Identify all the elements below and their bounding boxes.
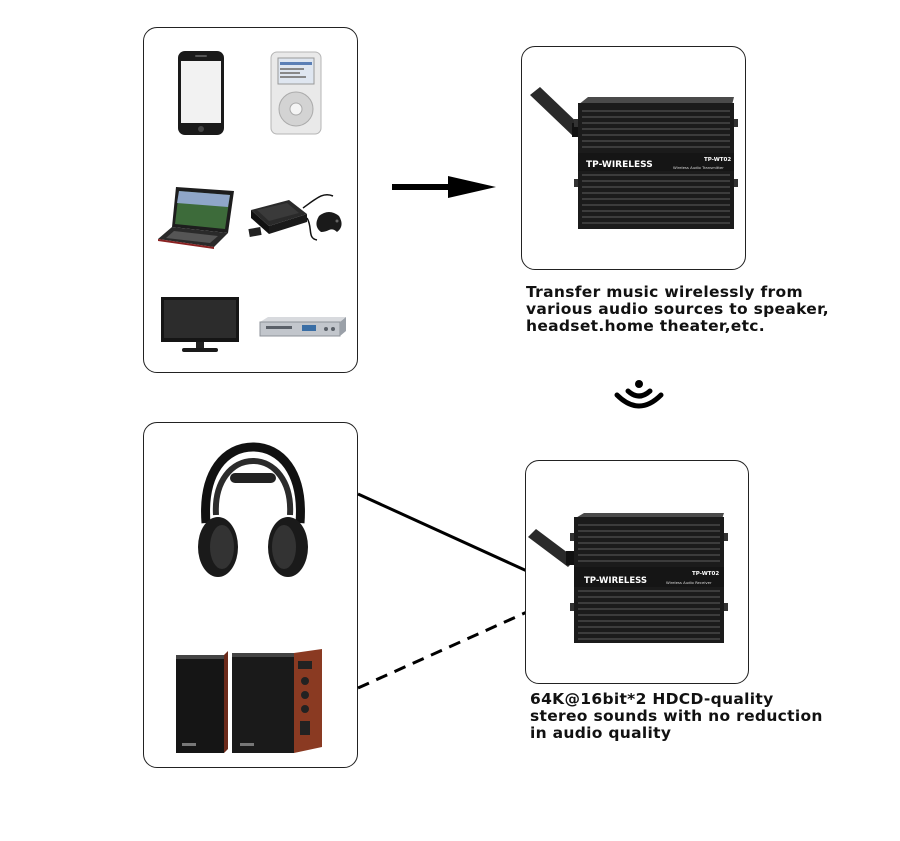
television-icon <box>161 297 239 352</box>
speakers-connection-line <box>357 610 528 690</box>
laptop-icon <box>158 187 234 249</box>
transmitter-device: TP-WIRELESS TP-WT02 Wireless Audio Trans… <box>530 87 738 229</box>
headphones-icon <box>198 442 308 577</box>
transmitter-panel: TP-WIRELESS TP-WT02 Wireless Audio Trans… <box>521 46 746 270</box>
transmitter-subtitle: Wireless Audio Transmitter <box>673 165 724 170</box>
receiver-caption-line: in audio quality <box>530 724 672 742</box>
transmitter-model: TP-WT02 <box>704 157 731 163</box>
arrow-right-icon <box>392 176 496 198</box>
audio-outputs-panel <box>143 422 358 768</box>
transmitter-caption-line: various audio sources to speaker, <box>526 300 829 318</box>
transmitter-caption-line: Transfer music wirelessly from <box>526 283 803 301</box>
receiver-device: TP-WIRELESS TP-WT02 Wireless Audio Recei… <box>528 513 728 643</box>
receiver-subtitle: Wireless Audio Receiver <box>666 580 712 585</box>
receiver-model: TP-WT02 <box>692 571 719 577</box>
receiver-caption-line: 64K@16bit*2 HDCD-quality <box>530 690 774 708</box>
transmitter-brand: TP-WIRELESS <box>586 160 653 170</box>
receiver-brand: TP-WIRELESS <box>584 576 647 586</box>
mp3-player-icon <box>270 51 322 135</box>
smartphone-icon <box>178 51 224 135</box>
receiver-caption: 64K@16bit*2 HDCD-quality stereo sounds w… <box>530 691 823 742</box>
game-console-icon <box>248 194 342 241</box>
transmitter-caption-line: headset.home theater,etc. <box>526 317 765 335</box>
speakers-icon <box>176 649 322 753</box>
audio-sources-panel <box>143 27 358 373</box>
dvd-player-icon <box>259 317 346 337</box>
headphones-connection-line <box>357 492 528 573</box>
wireless-signal-icon <box>614 380 664 409</box>
receiver-caption-line: stereo sounds with no reduction <box>530 707 823 725</box>
transmitter-caption: Transfer music wirelessly from various a… <box>526 284 829 335</box>
receiver-panel: TP-WIRELESS TP-WT02 Wireless Audio Recei… <box>525 460 749 684</box>
